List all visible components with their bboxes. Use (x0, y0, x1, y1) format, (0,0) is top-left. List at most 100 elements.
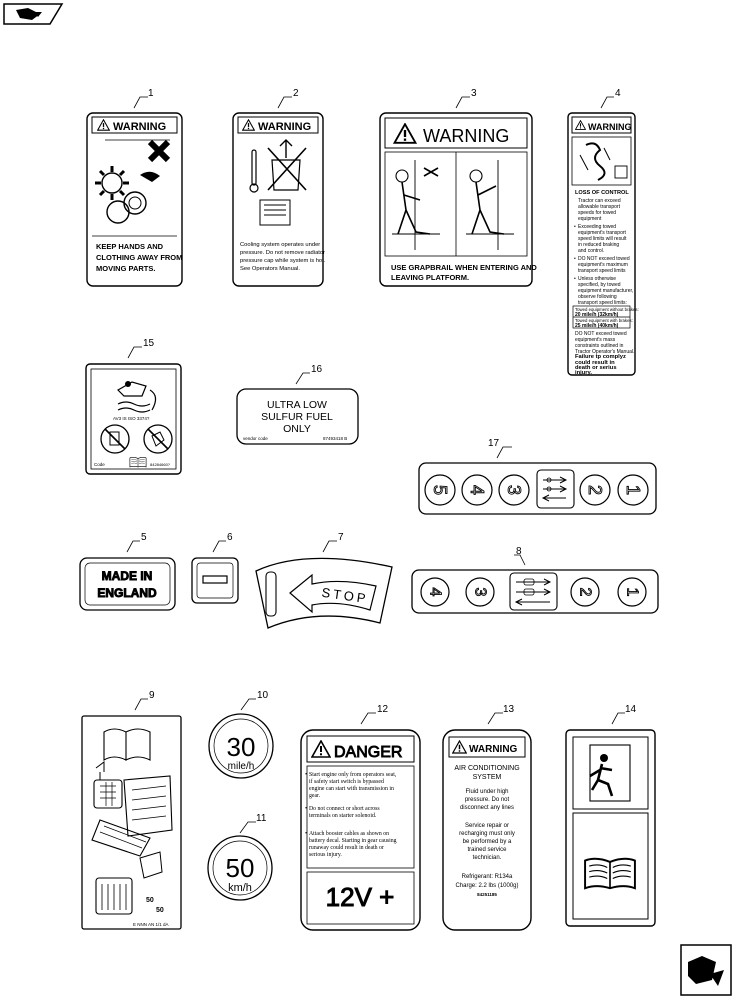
decal-3: WARNING USE GRAPBRAIL WHEN ENTERING AND … (379, 112, 537, 287)
decal-11-speed-50: 50 km/h (207, 835, 273, 901)
svg-text:50: 50 (226, 853, 255, 883)
svg-text:be performed by a: be performed by a (463, 839, 512, 845)
svg-text:DO NOT exceed towed: DO NOT exceed towed (575, 331, 627, 337)
decal-16: ULTRA LOW SULFUR FUEL ONLY vendor code 8… (236, 388, 359, 445)
callout-15: 15 (127, 338, 155, 359)
decal-9: 50 50 E NNN AN 1/1 dA (81, 715, 182, 930)
svg-text:runaway could result in death: runaway could result in death or (309, 845, 384, 851)
callout-5: 5 (126, 532, 147, 553)
callout-14: 14 (611, 704, 637, 725)
svg-text:Refrigerant: R134a: Refrigerant: R134a (462, 874, 513, 880)
svg-text:12: 12 (377, 704, 389, 715)
svg-text:25 mile/h (40km/h): 25 mile/h (40km/h) (575, 323, 619, 329)
svg-text:specified, by towed: specified, by towed (578, 282, 621, 288)
previous-page-icon[interactable] (3, 3, 64, 25)
svg-text:30: 30 (227, 732, 256, 762)
next-page-icon[interactable] (680, 944, 732, 996)
callout-13: 13 (487, 704, 515, 725)
svg-text:1: 1 (148, 88, 154, 99)
decal-14 (565, 729, 656, 927)
svg-text:transport speed limits: transport speed limits (578, 268, 626, 274)
svg-text:5: 5 (141, 532, 147, 543)
decal-8-key-1: 1 (617, 577, 647, 607)
svg-text:if safety start switch is bypa: if safety start switch is bypassed (309, 778, 384, 785)
decal-17-key-2: 2 (579, 474, 611, 506)
decal-2-line2: pressure. Do not remove radiator (240, 250, 325, 256)
svg-text:15: 15 (143, 338, 155, 349)
svg-text:17: 17 (488, 438, 500, 449)
svg-text:death or serius: death or serius (575, 365, 617, 371)
decal-1: WARNING KEEP HANDS AND CLOTHING AWAY FRO… (86, 112, 183, 287)
decal-8-key-2-label: 2 (577, 588, 594, 597)
svg-text:4: 4 (615, 88, 621, 99)
svg-text:Service repair or: Service repair or (465, 823, 509, 829)
svg-text:DANGER: DANGER (334, 744, 402, 761)
decal-12: DANGER • Start engine only from operator… (300, 729, 421, 931)
svg-text:8: 8 (516, 546, 522, 557)
svg-text:equipment: equipment (578, 216, 602, 222)
decal-5: MADE IN ENGLAND (79, 557, 176, 611)
svg-text:terminals on starter solenoid.: terminals on starter solenoid. (309, 813, 377, 819)
decal-1-line1: KEEP HANDS AND (96, 242, 164, 251)
svg-text:6: 6 (227, 532, 233, 543)
svg-text:ENGLAND: ENGLAND (97, 586, 157, 600)
svg-text:Do not connect or short across: Do not connect or short across (309, 806, 380, 812)
svg-text:ULTRA LOW: ULTRA LOW (267, 399, 327, 411)
svg-text:could result in: could result in (575, 360, 615, 366)
svg-text:and control.: and control. (578, 248, 604, 254)
svg-text:STOP: STOP (321, 585, 370, 606)
decal-8-key-1-label: 1 (624, 588, 641, 597)
decal-2: WARNING Cooling system operates under pr… (232, 112, 326, 287)
svg-text:equipment manufacturer,: equipment manufacturer, (578, 288, 633, 294)
decal-17-key-3-label: 3 (504, 485, 524, 495)
svg-text:7: 7 (338, 532, 344, 543)
svg-text:10: 10 (257, 690, 269, 701)
svg-text:Unless otherwise: Unless otherwise (578, 276, 616, 282)
svg-text:•: • (574, 224, 576, 230)
decal-17-key-4: 4 (461, 474, 493, 506)
svg-text:AV3 IS ISO 3374?: AV3 IS ISO 3374? (113, 416, 150, 421)
svg-text:km/h: km/h (228, 882, 252, 894)
svg-text:84284660?: 84284660? (150, 462, 171, 467)
svg-text:3: 3 (471, 88, 477, 99)
svg-text:in reduced braking: in reduced braking (578, 242, 619, 248)
decal-3-line1: USE GRAPBRAIL WHEN ENTERING AND (391, 263, 537, 272)
callout-6: 6 (212, 532, 233, 553)
svg-text:Attach booster cables as shown: Attach booster cables as shown on (309, 831, 389, 837)
callout-7: 7 (322, 532, 344, 553)
svg-text:MADE IN: MADE IN (102, 569, 153, 583)
svg-text:14: 14 (625, 704, 637, 715)
svg-text:pressure. Do not: pressure. Do not (465, 797, 510, 803)
svg-text:•: • (305, 806, 307, 812)
svg-text:50: 50 (156, 907, 164, 914)
decal-17-key-1-label: 1 (623, 485, 643, 495)
svg-text:E NNN AN 1/1 dA: E NNN AN 1/1 dA (133, 922, 169, 927)
callout-16: 16 (295, 364, 323, 385)
callout-12: 12 (360, 704, 389, 725)
svg-text:SULFUR FUEL: SULFUR FUEL (261, 411, 333, 423)
svg-text:ONLY: ONLY (283, 423, 311, 435)
svg-text:gear.: gear. (309, 793, 321, 799)
svg-text:recharging must only: recharging must only (459, 831, 515, 837)
svg-text:11: 11 (256, 813, 267, 824)
decal-6 (191, 557, 239, 604)
decal-1-header: WARNING (113, 121, 166, 133)
callout-10: 10 (240, 690, 269, 711)
svg-text:Exceeding towed: Exceeding towed (578, 224, 616, 230)
decal-17-key-1: 1 (617, 474, 649, 506)
decal-8-key-4: 4 (420, 577, 450, 607)
svg-text:equipment's maximum: equipment's maximum (578, 262, 628, 268)
svg-text:injury.: injury. (575, 370, 592, 376)
svg-text:16: 16 (311, 364, 323, 375)
callout-2: 2 (277, 88, 299, 109)
decal-4: WARNING LOSS OF CONTROL Tractor can exce… (567, 112, 639, 376)
decal-8-key-2: 2 (570, 577, 600, 607)
callout-1: 1 (133, 88, 154, 109)
decal-2-line3: pressure cap while system is hot. (240, 258, 326, 264)
svg-text:Towed equipment without brakes: Towed equipment without brakes: (575, 307, 639, 312)
svg-text:9: 9 (149, 690, 155, 701)
decal-2-line4: See Operators Manual. (240, 266, 300, 272)
decal-3-header: WARNING (423, 126, 509, 146)
